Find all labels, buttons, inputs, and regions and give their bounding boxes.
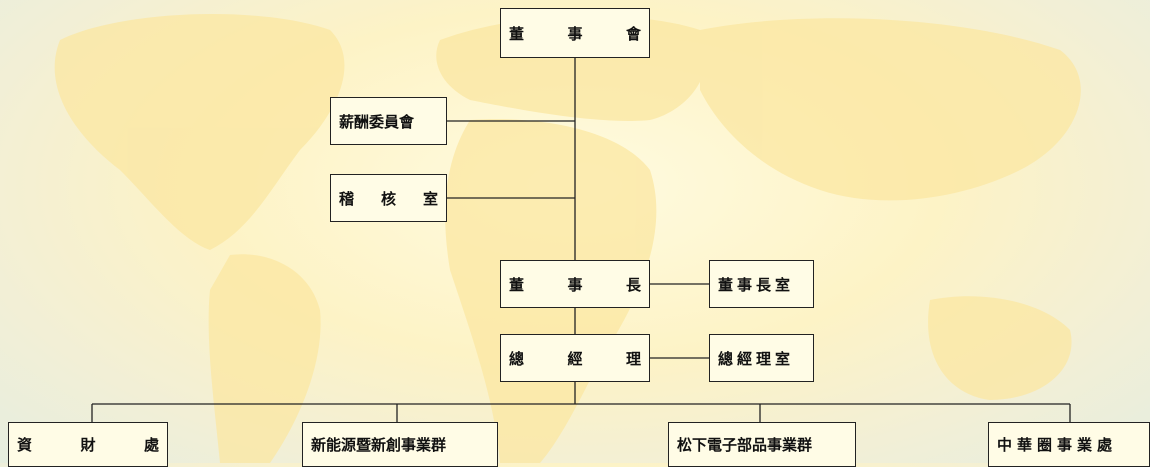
president-office-label: 總經理室 (718, 349, 795, 368)
president-office-box: 總經理室 (709, 334, 814, 382)
chairman-box: 董 事 長 (500, 260, 650, 308)
greater-china-label: 中華圈事業處 (997, 436, 1118, 454)
finance-char-3: 處 (143, 436, 159, 454)
board-char-1: 董 (509, 24, 525, 43)
chairman-office-label: 董事長室 (718, 275, 795, 294)
president-char-1: 總 (509, 349, 525, 368)
finance-char-1: 資 (17, 436, 33, 454)
board-box: 董 事 會 (500, 8, 650, 58)
finance-char-2: 財 (80, 436, 96, 454)
finance-box: 資 財 處 (8, 422, 168, 467)
new-energy-group-label: 新能源暨新創事業群 (311, 436, 447, 454)
audit-char-2: 核 (380, 189, 396, 208)
audit-char-1: 稽 (339, 189, 355, 208)
compensation-committee-label: 薪酬委員會 (339, 112, 415, 131)
chairman-char-3: 長 (625, 275, 641, 294)
president-box: 總 經 理 (500, 334, 650, 382)
president-char-2: 經 (567, 349, 583, 368)
chairman-char-1: 董 (509, 275, 525, 294)
compensation-committee-box: 薪酬委員會 (330, 97, 447, 145)
president-char-3: 理 (625, 349, 641, 368)
panasonic-group-label: 松下電子部品事業群 (677, 436, 813, 454)
audit-office-box: 稽 核 室 (330, 174, 447, 222)
new-energy-group-box: 新能源暨新創事業群 (302, 422, 498, 467)
chairman-char-2: 事 (567, 275, 583, 294)
chairman-office-box: 董事長室 (709, 260, 814, 308)
board-char-2: 事 (567, 24, 583, 43)
board-char-3: 會 (625, 24, 641, 43)
audit-char-3: 室 (422, 189, 438, 208)
greater-china-box: 中華圈事業處 (988, 422, 1150, 467)
panasonic-group-box: 松下電子部品事業群 (668, 422, 856, 467)
